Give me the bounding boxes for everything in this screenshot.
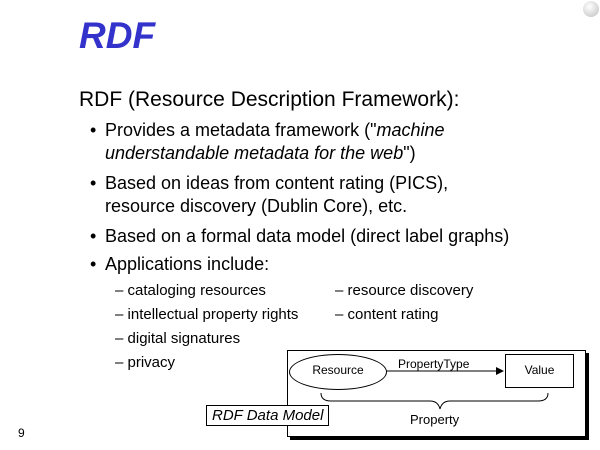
application-label: content rating xyxy=(347,306,439,323)
application-item: – content rating xyxy=(335,305,438,325)
application-item: – intellectual property rights xyxy=(115,305,298,325)
application-label: digital signatures xyxy=(127,330,241,347)
bullet-text: Applications include: xyxy=(105,254,270,274)
resource-node xyxy=(289,354,387,390)
property-label: Property xyxy=(410,412,460,427)
application-item: – privacy xyxy=(115,353,175,373)
value-node xyxy=(505,354,574,388)
property-type-label: PropertyType xyxy=(398,357,470,371)
bullet-metadata-framework-continued: understandable metadata for the web") xyxy=(105,142,416,165)
dash-icon: – xyxy=(115,330,124,347)
corner-dot-icon xyxy=(583,1,599,17)
bullet-ideas: • Based on ideas from content rating (PIC… xyxy=(90,172,448,195)
application-label: privacy xyxy=(127,354,176,371)
application-item: – digital signatures xyxy=(115,329,240,349)
value-label: Value xyxy=(524,363,555,377)
dash-icon: – xyxy=(115,282,124,299)
application-item: – cataloging resources xyxy=(115,281,266,301)
bullet-icon: • xyxy=(90,120,97,140)
application-label: cataloging resources xyxy=(127,282,266,299)
application-label: resource discovery xyxy=(347,282,474,299)
dash-icon: – xyxy=(335,306,344,323)
dash-icon: – xyxy=(115,306,124,323)
bullet-text: ") xyxy=(403,143,416,163)
property-brace xyxy=(320,392,549,410)
bullet-metadata-framework: • Provides a metadata framework ("machine xyxy=(90,119,445,142)
bullet-data-model: • Based on a formal data model (direct la… xyxy=(90,225,509,248)
bullet-applications: • Applications include: xyxy=(90,253,269,276)
slide-number: 9 xyxy=(18,426,25,440)
bullet-text: Based on ideas from content rating (PICS… xyxy=(105,173,449,193)
bullet-icon: • xyxy=(90,226,97,246)
application-label: intellectual property rights xyxy=(127,306,299,323)
heading: RDF (Resource Description Framework): xyxy=(79,88,460,111)
slide-title: RDF xyxy=(79,15,156,56)
bullet-icon: • xyxy=(90,173,97,193)
bullet-text: Provides a metadata framework (" xyxy=(105,120,377,140)
dash-icon: – xyxy=(335,282,344,299)
bullet-emphasis: understandable metadata for the web xyxy=(105,143,404,163)
bullet-icon: • xyxy=(90,254,97,274)
bullet-ideas-continued: resource discovery (Dublin Core), etc. xyxy=(105,196,408,216)
data-model-caption: RDF Data Model xyxy=(206,405,330,426)
bullet-emphasis: machine xyxy=(376,120,445,140)
dash-icon: – xyxy=(115,354,124,371)
resource-label: Resource xyxy=(312,363,364,377)
bullet-text: Based on a formal data model (direct lab… xyxy=(105,226,510,246)
application-item: – resource discovery xyxy=(335,281,473,301)
